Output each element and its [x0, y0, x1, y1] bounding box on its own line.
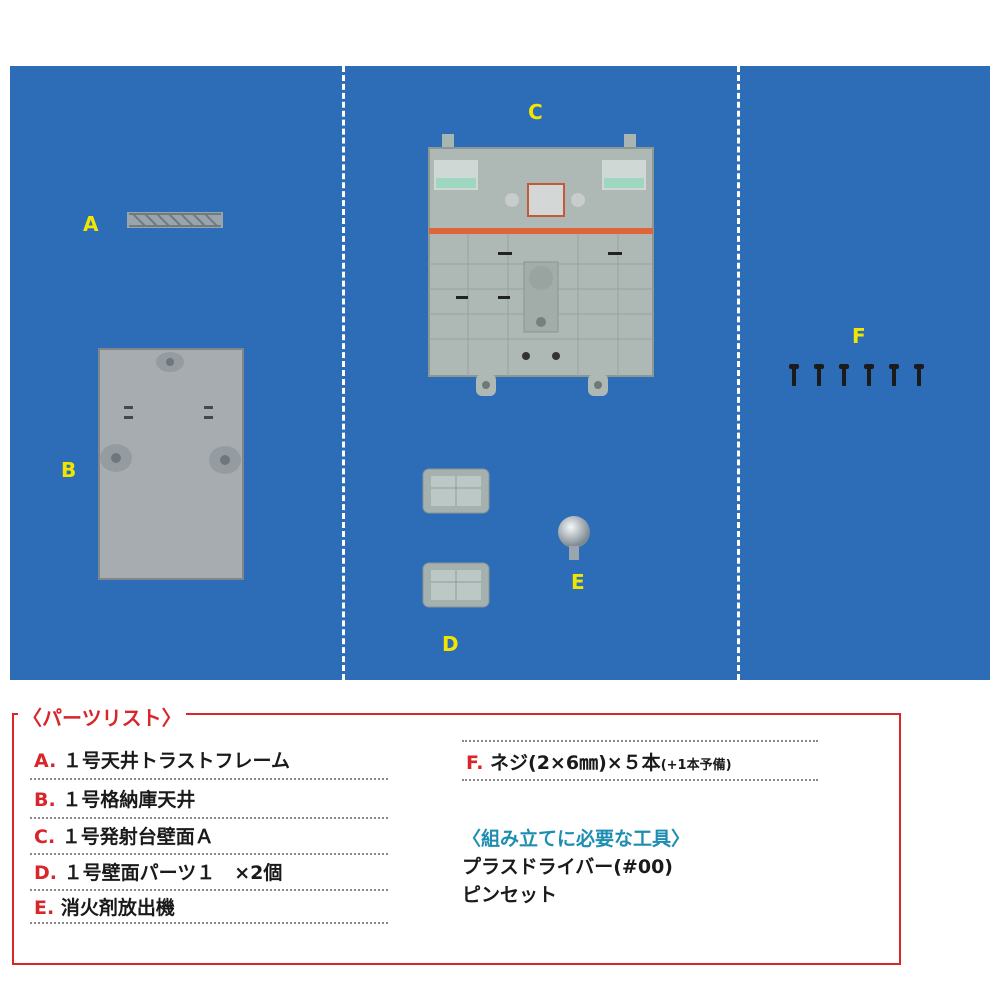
- item-name: １号発射台壁面Ａ: [61, 826, 214, 848]
- label-f: F: [852, 324, 866, 348]
- divider-right: [737, 66, 740, 680]
- part-b-hangar-ceiling: [98, 348, 244, 580]
- item-letter: C: [34, 826, 48, 848]
- item-letter: D: [34, 862, 50, 884]
- item-name: １号格納庫天井: [62, 789, 196, 811]
- parts-list-item-d: D. １号壁面パーツ１ ×2個: [34, 862, 283, 884]
- part-e-extinguisher: [558, 516, 590, 560]
- separator: [30, 778, 388, 780]
- part-d-wall-part-1: [422, 468, 490, 514]
- parts-list-item-c: C. １号発射台壁面Ａ: [34, 826, 214, 848]
- tool-item-screwdriver: プラスドライバー(#00): [462, 856, 673, 878]
- item-note: (+1本予備): [660, 758, 732, 773]
- parts-list-title: 〈パーツリスト〉: [18, 702, 186, 731]
- item-letter: E: [34, 897, 47, 919]
- separator: [30, 889, 388, 891]
- separator: [30, 853, 388, 855]
- label-e: E: [571, 570, 585, 594]
- tools-title: 〈組み立てに必要な工具〉: [462, 828, 691, 850]
- item-letter: B: [34, 789, 49, 811]
- separator: [462, 740, 818, 742]
- separator: [30, 817, 388, 819]
- parts-list-item-a: A. １号天井トラストフレーム: [34, 750, 290, 772]
- item-letter: A: [34, 750, 50, 772]
- parts-list-item-b: B. １号格納庫天井: [34, 789, 196, 811]
- item-name: １号壁面パーツ１ ×2個: [63, 862, 283, 884]
- part-f-screws: [789, 364, 924, 386]
- separator: [30, 922, 388, 924]
- label-d: D: [442, 632, 459, 656]
- parts-list-item-e: E. 消火剤放出機: [34, 897, 175, 919]
- label-b: B: [61, 458, 77, 482]
- item-name: ネジ(2×6㎜)×５本: [490, 752, 661, 774]
- item-name: 消火剤放出機: [60, 897, 175, 919]
- item-letter: F: [466, 752, 477, 774]
- label-a: A: [83, 212, 99, 236]
- tool-item-tweezers: ピンセット: [462, 884, 558, 906]
- part-c-launch-pad-wall: [428, 134, 654, 396]
- part-d-wall-part-2: [422, 562, 490, 608]
- parts-photo: A B C: [10, 66, 990, 680]
- item-name: １号天井トラストフレーム: [62, 750, 290, 772]
- divider-left: [342, 66, 345, 680]
- part-a-truss-frame: [127, 212, 223, 228]
- label-c: C: [528, 100, 543, 124]
- parts-list-item-f: F. ネジ(2×6㎜)×５本(+1本予備): [466, 752, 732, 774]
- separator: [462, 779, 818, 781]
